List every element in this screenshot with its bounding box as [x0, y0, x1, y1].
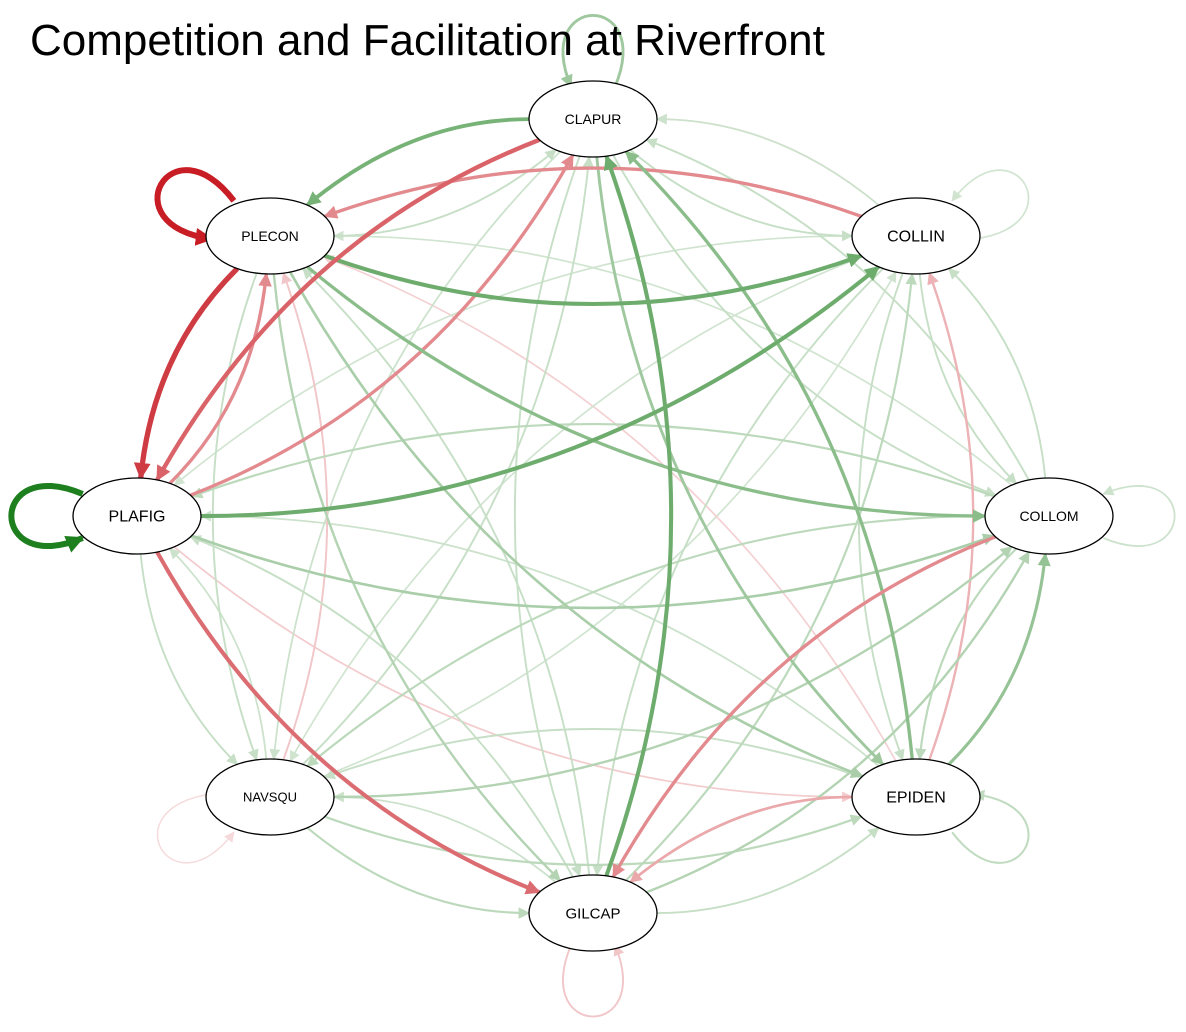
diagram-title: Competition and Facilitation at Riverfro… — [30, 16, 825, 65]
edge-plafig-to-plecon — [168, 272, 272, 485]
edge-clapur-to-collom — [612, 154, 997, 497]
node-ellipse — [851, 197, 981, 275]
edge-plecon-to-plecon — [154, 167, 237, 246]
edge-navsqu-to-navsqu — [156, 793, 235, 864]
node-clapur: CLAPUR — [528, 80, 658, 158]
edge-collom-to-navsqu — [306, 514, 986, 767]
edge-epiden-to-plafig — [199, 510, 880, 767]
edge-plecon-to-collom — [306, 265, 987, 523]
edge-plecon-to-plafig — [133, 266, 240, 480]
node-plecon: PLECON — [205, 197, 335, 275]
edge-clapur-to-plafig — [155, 137, 541, 482]
edge-plafig-to-collin — [200, 265, 880, 519]
edge-epiden-to-clapur — [624, 150, 914, 760]
edge-gilcap-to-epiden — [656, 827, 880, 915]
edge-collom-to-epiden — [914, 547, 1017, 761]
node-ellipse — [72, 477, 202, 555]
edge-gilcap-to-collom — [646, 551, 1030, 894]
edge-navsqu-to-clapur — [302, 155, 594, 766]
node-plafig: PLAFIG — [72, 477, 202, 555]
node-label: COLLOM — [1019, 508, 1078, 524]
node-label: GILCAP — [565, 905, 620, 922]
edge-gilcap-to-clapur — [603, 154, 674, 877]
edge-collom-to-gilcap — [611, 535, 997, 879]
edge-plecon-to-collin — [324, 253, 863, 307]
node-label: PLAFIG — [109, 509, 166, 526]
edge-navsqu-to-plecon — [281, 272, 329, 761]
edge-navsqu-to-collin — [323, 271, 897, 778]
edge-clapur-to-clapur — [560, 14, 625, 88]
edge-clapur-to-gilcap — [513, 155, 582, 877]
edge-plafig-to-epiden — [173, 546, 854, 803]
edge-collom-to-plafig — [190, 423, 995, 499]
node-ellipse — [851, 758, 981, 836]
edge-collin-to-collom — [918, 273, 1017, 485]
edge-navsqu-to-epiden — [324, 814, 863, 867]
node-label: EPIDEN — [886, 790, 946, 807]
edge-epiden-to-navsqu — [323, 728, 862, 780]
node-ellipse — [528, 80, 658, 158]
node-gilcap: GILCAP — [528, 874, 658, 952]
edge-epiden-to-gilcap — [629, 795, 853, 884]
node-ellipse — [205, 758, 335, 836]
edge-collom-to-collin — [948, 267, 1047, 479]
edge-clapur-to-epiden — [595, 156, 885, 766]
edge-epiden-to-epiden — [951, 789, 1030, 864]
node-ellipse — [205, 197, 335, 275]
edge-clapur-to-plecon — [305, 117, 530, 207]
edge-plafig-to-plecon — [169, 272, 271, 485]
edge-navsqu-to-gilcap — [306, 827, 531, 919]
edge-collin-to-plecon — [323, 166, 862, 219]
node-label: CLAPUR — [565, 111, 622, 127]
edge-gilcap-to-plafig — [189, 535, 574, 878]
edge-plecon-to-epiden — [289, 271, 864, 778]
edge-plafig-to-clapur — [189, 153, 575, 497]
node-collom: COLLOM — [984, 477, 1114, 555]
node-label: NAVSQU — [243, 790, 297, 805]
node-label: COLLIN — [887, 229, 945, 246]
edge-collin-to-gilcap — [592, 267, 884, 877]
edge-collin-to-clapur — [655, 113, 880, 206]
edge-collom-to-collom — [1102, 485, 1176, 547]
edge-gilcap-to-collin — [625, 272, 917, 882]
edge-collin-to-navsqu — [289, 255, 863, 762]
node-label: PLECON — [241, 228, 299, 244]
edge-plafig-to-collom — [191, 533, 996, 610]
edge-epiden-to-collom — [947, 552, 1051, 766]
edge-clapur-to-navsqu — [269, 150, 561, 761]
edge-plecon-to-gilcap — [272, 273, 561, 882]
node-epiden: EPIDEN — [851, 758, 981, 836]
edge-epiden-to-plecon — [322, 255, 897, 762]
edge-plafig-to-navsqu — [139, 553, 239, 766]
edge-navsqu-to-plafig — [169, 547, 268, 760]
edge-gilcap-to-plecon — [302, 267, 591, 876]
edge-navsqu-to-collom — [333, 545, 1013, 799]
node-navsqu: NAVSQU — [205, 758, 335, 836]
edge-collin-to-epiden — [857, 272, 905, 761]
edge-plafig-to-plafig — [8, 483, 85, 553]
edge-layer — [8, 14, 1176, 1018]
edge-plafig-to-gilcap — [155, 551, 541, 895]
node-ellipse — [984, 477, 1114, 555]
node-ellipse — [528, 874, 658, 952]
edge-gilcap-to-gilcap — [562, 944, 625, 1018]
node-layer: CLAPUR COLLIN COLLOM EPIDEN GILCAP NAVSQU PLAF… — [72, 80, 1114, 952]
edge-collin-to-collin — [951, 169, 1030, 240]
node-collin: COLLIN — [851, 197, 981, 275]
